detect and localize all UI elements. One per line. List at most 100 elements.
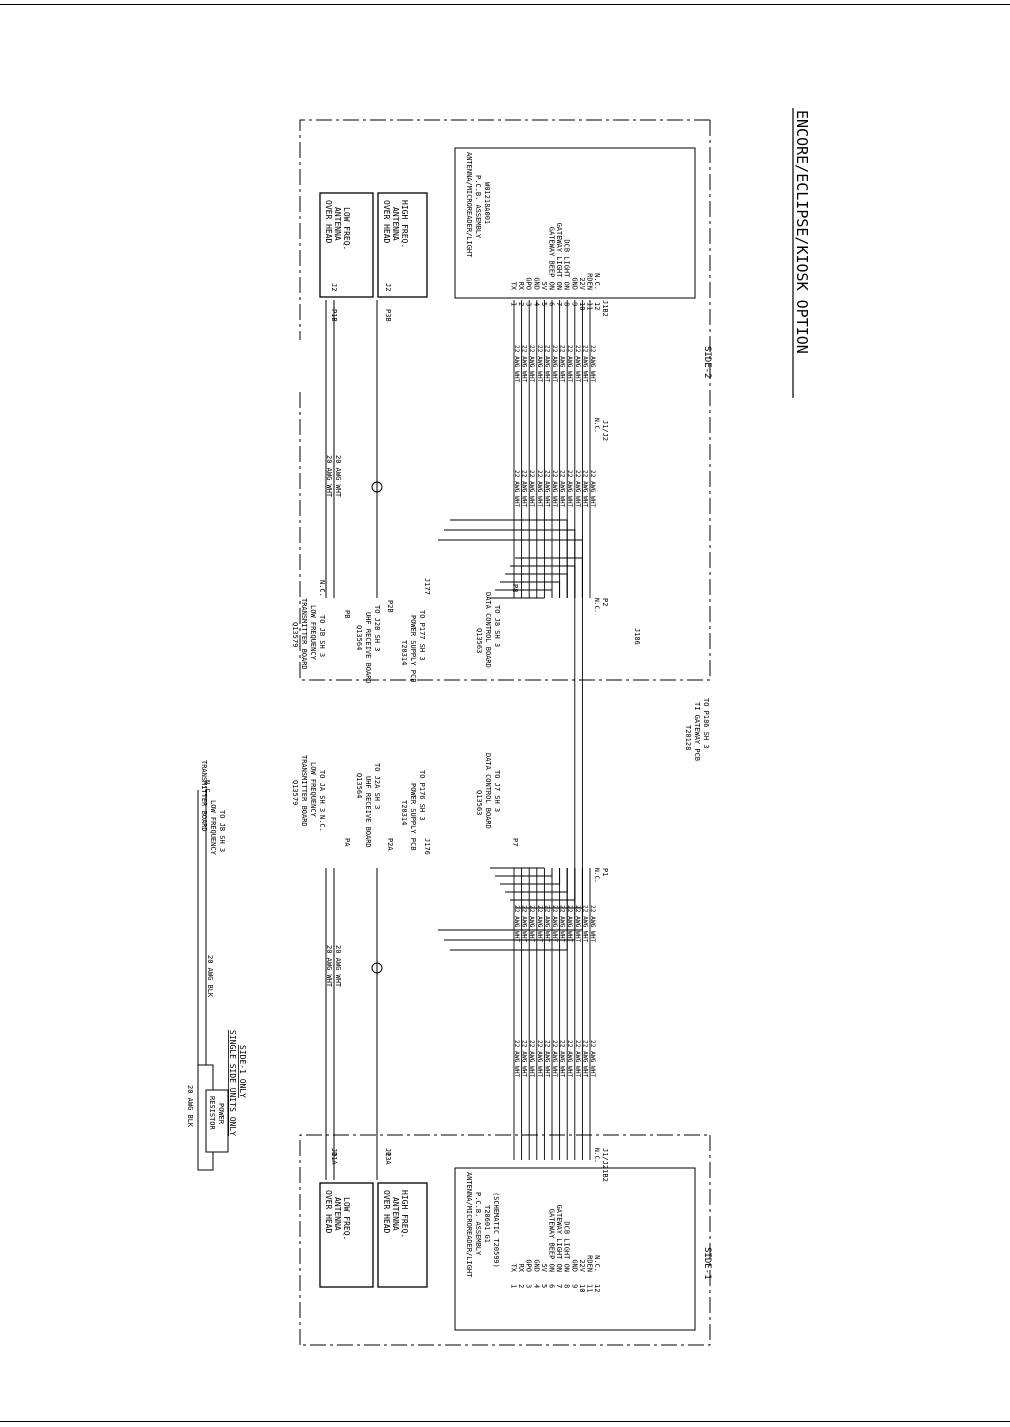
wire-gauge-label-run-c: 22 AWG WHT	[559, 905, 566, 943]
side-1-pcb-line-2: P.C.B. ASSEMBLY	[474, 1192, 482, 1256]
pin-label-3: GPO	[525, 1259, 533, 1272]
wire-gauge-label-run-c: 22 AWG WHT	[528, 905, 535, 943]
dest-jb-l3: TRANSMITTER BOARD	[300, 598, 308, 670]
wire-gauge-label-run-b: 22 AWG WHT	[551, 470, 558, 508]
dest-j7-l2: DATA CONTROL BOARD	[484, 753, 492, 829]
wire-gauge-label-run-b: 22 AWG WHT	[513, 470, 520, 508]
nc-mark: N.C.	[593, 868, 600, 883]
pin-label-7: GATEWAY LIGHT ON	[555, 223, 563, 290]
pin-label-12: N.C.	[593, 1255, 601, 1272]
pin-number-11: 11	[586, 1284, 594, 1292]
dest-j2b-l3: Q13564	[355, 625, 363, 650]
wire-gauge-label-run-d: 22 AWG WHT	[589, 1040, 596, 1078]
wire-gauge-label-run-c: 22 AWG WHT	[566, 905, 573, 943]
side-1-only-note: SIDE-1 ONLY	[238, 1045, 247, 1098]
pin-number-3: 3	[525, 302, 533, 306]
dest-jb-l2: LOW FREQUENCY	[309, 605, 317, 661]
connector-j176: J176	[423, 838, 431, 855]
connector-p2a: P2A	[386, 838, 394, 851]
dest-j7-l1: TO J7 SH 3	[493, 770, 501, 812]
wire-gauge-label-run-b: 22 AWG WHT	[589, 470, 596, 508]
pin-number-10: 10	[578, 1284, 586, 1292]
nc-mark: N.C.	[593, 418, 600, 433]
pin-label-9: GND	[570, 277, 578, 290]
dest-j7-l3: Q13563	[475, 790, 483, 815]
connector-p2b: P2B	[386, 600, 394, 613]
wire-gauge-label-run-c: 22 AWG WHT	[551, 905, 558, 943]
harness-connector-label: J1B2	[601, 300, 609, 317]
side-2-j-high: J2	[384, 283, 392, 291]
dest-jb-l1: TO JB SH 3	[318, 615, 326, 657]
branch-to-j176	[450, 868, 568, 951]
wire-gauge-label-run-a: 22 AWG WHT	[543, 345, 550, 383]
resistor-wire-2: 20 AWG BLK	[206, 955, 214, 998]
side-2-antenna-high-box	[377, 192, 428, 298]
dest-jb: TO JB SH 3 LOW FREQUENCY TRANSMITTER BOA…	[291, 598, 326, 670]
pin-label-6: GATEWAY BEEP ON	[548, 227, 556, 290]
wire-gauge-label-run-b: 22 AWG WHT	[521, 470, 528, 508]
side-1-frame: SIDE-1 ANTENNA/MICROREADER/LIGHT P.C.B. …	[299, 1134, 712, 1346]
pin-number-1: 1	[510, 1284, 518, 1288]
dest-ja-l3: TRANSMITTER BOARD	[300, 755, 308, 827]
wire-gauge-label-run-a: 22 AWG WHT	[513, 345, 520, 383]
wire-gauge-label-run-d: 22 AWG WHT	[551, 1040, 558, 1078]
wire-label-20awg-top-b: 20 AWG WHT	[325, 455, 333, 498]
pin-number-9: 9	[570, 302, 578, 306]
dest-j2a-l1: TO J2A SH 3	[373, 763, 381, 809]
wire-gauge-label-run-a: 22 AWG WHT	[574, 345, 581, 383]
harness-connector-label: J1B2	[601, 1165, 609, 1182]
side-1-antenna-high-l3: HIGH FREQ.	[400, 1190, 409, 1238]
pin-label-3: GPO	[525, 277, 533, 290]
dest-jb-l4: Q13579	[291, 622, 299, 647]
wire-gauge-label-run-c: 22 AWG WHT	[543, 905, 550, 943]
dest-p176-l1: TO P176 SH 3	[418, 770, 426, 821]
connector-pa: PA	[343, 838, 351, 847]
wire-gauge-label-run-b: 22 AWG WHT	[559, 470, 566, 508]
wire-gauge-label-run-a: 22 AWG WHT	[589, 345, 596, 383]
branch-to-j8	[515, 557, 583, 598]
wire-gauge-label-run-c: 22 AWG WHT	[536, 905, 543, 943]
branch-to-j176	[438, 868, 583, 931]
pin-label-9: GND	[570, 1259, 578, 1272]
harness-connector-label: J1/J2	[601, 420, 609, 441]
wire-gauge-label-run-b: 22 AWG WHT	[566, 470, 573, 508]
harness-connector-label: P2	[601, 598, 609, 606]
connector-j177: J177	[423, 578, 431, 595]
pin-label-4: GND	[532, 277, 540, 290]
side-1-antenna-high-box	[377, 1182, 428, 1288]
single-side-note: SINGLE SIDE UNITS ONLY	[228, 1030, 237, 1136]
pin-number-7: 7	[555, 302, 563, 306]
wire-gauge-label-run-a: 22 AWG WHT	[559, 345, 566, 383]
side-1-label: SIDE-1	[702, 1247, 712, 1280]
side-1-antenna-low-l3: LOW FREQ.	[342, 1197, 351, 1240]
dest-ja: TO JA SH 3 LOW FREQUENCY TRANSMITTER BOA…	[291, 755, 326, 827]
pin-number-5: 5	[540, 1284, 548, 1288]
dest-p177-l2: POWER SUPPLY PCB	[409, 615, 417, 682]
side-2-antenna-high-l1: OVER HEAD	[382, 200, 391, 244]
resistor-wire-1: 20 AWG BLK	[186, 1085, 194, 1128]
wire-gauge-label-run-d: 22 AWG WHT	[513, 1040, 520, 1078]
dest-j7: TO J7 SH 3 DATA CONTROL BOARD Q13563	[475, 753, 501, 829]
pin-number-10: 10	[578, 302, 586, 310]
side-1-pcb-line-1: ANTENNA/MICROREADER/LIGHT	[465, 1172, 473, 1278]
branch-to-j7	[495, 868, 553, 877]
side-1-pcb-line-4: (SCHEMATIC T20599)	[492, 1192, 500, 1268]
dest-ja-l1: TO JA SH 3	[318, 770, 326, 812]
pin-number-2: 2	[517, 1284, 525, 1288]
wire-gauge-label-run-c: 22 AWG WHT	[521, 905, 528, 943]
side-2-pcb-box	[454, 147, 696, 299]
power-resistor-label-1: POWER	[217, 1103, 225, 1125]
side-2-antenna-low-l3: LOW FREQ.	[342, 207, 351, 250]
connector-j186: J186	[633, 628, 641, 645]
pin-number-11: 11	[586, 302, 594, 310]
side-2-antenna-low-l1: OVER HEAD	[324, 200, 333, 244]
pin-label-10: 22V	[578, 277, 586, 290]
dest-j8-l1: TO J8 SH 3	[493, 605, 501, 647]
side-2-antenna-low-l2: ANTENNA	[333, 207, 342, 241]
wire-gauge-label-run-d: 22 AWG WHT	[543, 1040, 550, 1078]
pin-number-12: 12	[593, 1284, 601, 1292]
pin-number-12: 12	[593, 302, 601, 310]
